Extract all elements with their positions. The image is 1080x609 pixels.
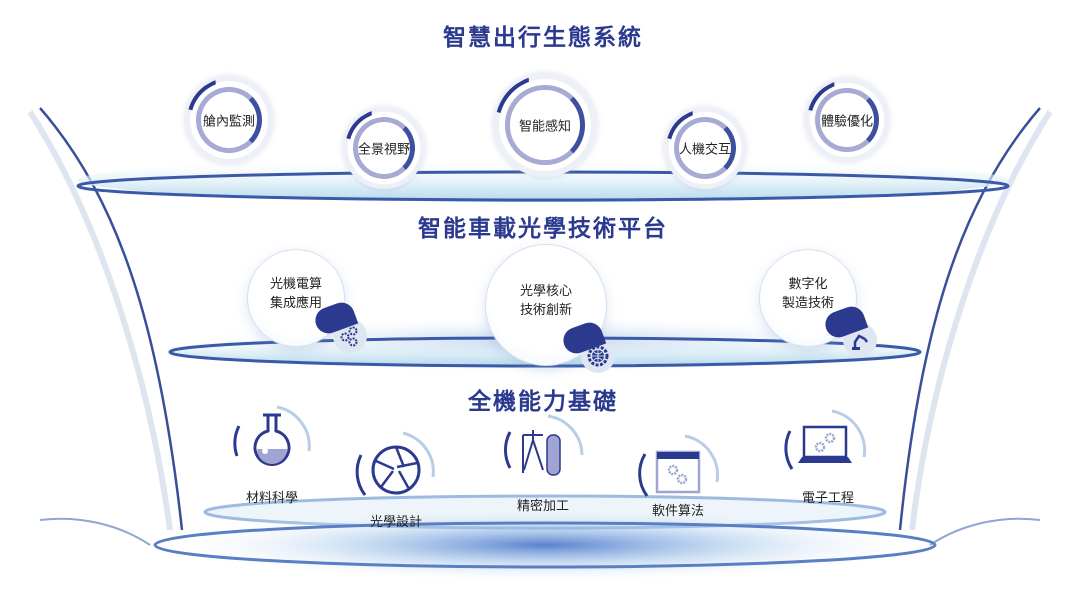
- ecosystem-item-hmi: 人機交互: [664, 107, 746, 189]
- right-outline: [898, 107, 1041, 531]
- tier3-title: 全機能力基礎: [468, 389, 618, 415]
- item-label: 全景視野: [357, 142, 410, 158]
- robot-arm-icon: [843, 323, 877, 357]
- aperture-icon: [351, 425, 441, 515]
- item-label-line2: 技術創新: [519, 303, 572, 319]
- laptop-gears-icon: [780, 405, 870, 495]
- tier1-title: 智慧出行生態系統: [443, 25, 643, 51]
- item-label-line1: 光學核心: [519, 284, 572, 300]
- ecosystem-item-experience-optimization: 體驗優化: [805, 78, 889, 162]
- left-outline: [39, 107, 184, 531]
- platform-item-optomechatronic: 光機電算集成應用: [247, 249, 345, 347]
- flask-icon: [227, 401, 317, 491]
- foundation-label-precision-machining: 精密加工: [516, 499, 570, 514]
- foundation-label-optical-design: 光學設計: [369, 515, 423, 530]
- item-label-line1: 光機電算: [269, 277, 322, 293]
- gears-icon: [333, 319, 367, 353]
- item-label-line1: 數字化: [788, 277, 828, 293]
- ecosystem-item-cabin-monitoring: 艙內監測: [185, 76, 273, 164]
- tier2-title: 智能車載光學技術平台: [418, 216, 668, 242]
- item-label: 艙內監測: [202, 114, 255, 130]
- item-label: 人機交互: [678, 142, 731, 158]
- foundation-label-electronics: 電子工程: [801, 491, 855, 506]
- item-label-line2: 集成應用: [269, 296, 322, 312]
- item-label: 智能感知: [518, 119, 571, 135]
- software-window-icon: [633, 428, 723, 518]
- item-label: 體驗優化: [820, 114, 873, 130]
- ecosystem-item-panoramic-view: 全景視野: [343, 107, 425, 189]
- item-label-line2: 製造技術: [781, 296, 834, 312]
- globe-gear-icon: [581, 339, 615, 373]
- foundation-label-software: 軟件算法: [651, 504, 705, 519]
- ecosystem-item-smart-sensing: 智能感知: [493, 73, 597, 177]
- foundation-label-materials: 材料科學: [245, 491, 299, 506]
- compass-drafting-icon: [498, 410, 588, 500]
